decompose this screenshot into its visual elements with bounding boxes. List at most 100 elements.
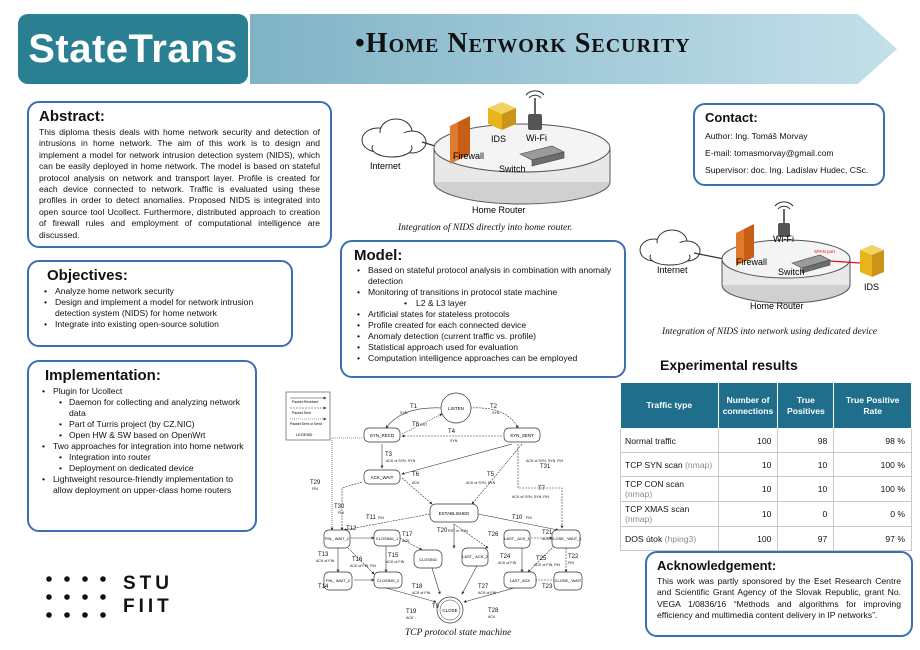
fsm-legend: Packet Received Packet Sent Packet Sent … xyxy=(285,391,331,441)
contact-email[interactable]: E-mail: tomasmorvay@gmail.com xyxy=(705,148,834,158)
transition-label: T28 xyxy=(488,608,499,614)
results-table: Traffic type Number of connections True … xyxy=(620,382,912,551)
edge-label: SYN xyxy=(492,411,500,415)
internet-label: Internet xyxy=(370,161,401,171)
state-close: CLOSE xyxy=(436,596,464,624)
list-item: Two approaches for integration into home… xyxy=(39,441,245,452)
svg-text:ACK_WAIT: ACK_WAIT xyxy=(371,475,394,480)
router-label: Home Router xyxy=(472,205,526,215)
contact-supervisor: Supervisor: doc. Ing. Ladislav Hudec, CS… xyxy=(705,165,869,175)
svg-text:LISTEN: LISTEN xyxy=(448,406,464,411)
abstract-text: This diploma thesis deals with home netw… xyxy=(39,127,320,240)
firewall-icon xyxy=(450,116,470,164)
svg-text:FIN_ WAIT_1: FIN_ WAIT_1 xyxy=(325,536,350,541)
switch-icon xyxy=(519,145,565,167)
firewall-label: Firewall xyxy=(736,257,767,267)
edge-label: RST xyxy=(420,423,428,427)
implementation-panel: Implementation: Plugin for Ucollect Daem… xyxy=(27,360,257,532)
wifi-icon xyxy=(774,201,794,237)
list-item: L2 & L3 layer xyxy=(354,298,612,309)
transition-label: T15 xyxy=(388,553,399,559)
edge-label: SYN xyxy=(400,411,408,415)
state-syn-recd: SYN_RECD xyxy=(363,427,401,443)
column-header: Number of connections xyxy=(717,382,779,429)
transition-label: T9 xyxy=(432,604,440,610)
abstract-panel: Abstract: This diploma thesis deals with… xyxy=(27,101,332,248)
list-item: Plugin for Ucollect xyxy=(39,386,245,397)
rate-cell: 100 % xyxy=(833,476,912,502)
objectives-list: Analyze home network security Design and… xyxy=(41,286,279,330)
list-item: Artificial states for stateless protocol… xyxy=(354,309,612,320)
edge-label: ACK of FIN xyxy=(412,591,431,595)
transition-label: T2 xyxy=(490,404,498,410)
state-last-ack-2: LAST_ ACK_2 xyxy=(461,547,489,567)
edge-label: FIN xyxy=(568,561,574,565)
list-item: Computation intelligence approaches can … xyxy=(354,353,612,364)
state-fin-wait-1: FIN_ WAIT_1 xyxy=(323,529,351,549)
transition-label: T5 xyxy=(487,472,495,478)
edge-label: FIN xyxy=(338,511,344,515)
state-established: ESTABLISHED xyxy=(429,503,479,523)
svg-text:SYN_RECD: SYN_RECD xyxy=(370,433,395,438)
router-label: Home Router xyxy=(750,301,804,311)
column-header: True Positives xyxy=(777,382,835,429)
traffic-type-cell: TCP XMAS scan (nmap) xyxy=(620,501,719,527)
model-panel: Model: Based on stateful protocol analys… xyxy=(340,240,626,378)
logo-text-fiit: FIIT xyxy=(123,596,173,617)
connections-cell: 10 xyxy=(717,452,779,477)
tp-cell: 97 xyxy=(777,526,835,551)
rate-cell: 0 % xyxy=(833,501,912,527)
connections-cell: 10 xyxy=(717,501,779,527)
edge-label: ACK xyxy=(542,537,550,541)
connections-cell: 100 xyxy=(717,428,779,453)
svg-text:CLOSE_ WAIT_1: CLOSE_ WAIT_1 xyxy=(550,536,582,541)
internet-cloud-icon xyxy=(361,118,427,158)
svg-text:CLOSE_ WAIT: CLOSE_ WAIT xyxy=(555,578,582,583)
internet-cloud-icon xyxy=(639,229,701,266)
objectives-heading: Objectives: xyxy=(47,267,128,284)
edge-label: ACK of FIN xyxy=(478,591,497,595)
traffic-type-cell: TCP CON scan (nmap) xyxy=(620,476,719,502)
table-row: TCP XMAS scan (nmap) 10 0 0 % xyxy=(620,501,912,527)
edge-label: ACK of SYN, SYN, FIN xyxy=(512,495,549,499)
implementation-list: Plugin for Ucollect Daemon for collectin… xyxy=(39,386,245,496)
svg-text:LAST_ ACK_1: LAST_ ACK_1 xyxy=(504,536,531,541)
list-item: Based on stateful protocol analysis in c… xyxy=(354,265,612,287)
router-integration-diagram: Internet Firewall IDS Wi-Fi Switch Home … xyxy=(361,90,611,215)
wifi-label: Wi-Fi xyxy=(526,133,547,143)
list-item: Analyze home network security xyxy=(41,286,279,297)
contact-author: Author: Ing. Tomáš Morvay xyxy=(705,131,808,141)
tp-cell: 10 xyxy=(777,452,835,477)
wifi-label: Wi-Fi xyxy=(773,234,794,244)
edge-label: ACK of FIN xyxy=(316,559,335,563)
svg-text:ESTABLISHED: ESTABLISHED xyxy=(439,511,470,516)
traffic-type-cell: Normal traffic xyxy=(620,428,719,453)
edge-label: ACK of SYN, SYN, FIN xyxy=(526,459,563,463)
edge-label: ACK of SYN, SYN xyxy=(386,459,416,463)
table-row: DOS útok (hping3) 100 97 97 % xyxy=(620,526,912,551)
dedicated-diagram-caption: Integration of NIDS into network using d… xyxy=(662,327,878,337)
rate-cell: 97 % xyxy=(833,526,912,551)
implementation-heading: Implementation: xyxy=(45,367,161,384)
svg-text:CLOSING_1: CLOSING_1 xyxy=(376,536,399,541)
transition-label: T7 xyxy=(538,486,546,492)
ids-icon xyxy=(488,102,516,130)
fsm-caption: TCP protocol state machine xyxy=(405,628,512,638)
firewall-icon xyxy=(736,224,754,266)
tcp-state-machine-diagram: Packet Received Packet Sent Packet Sent … xyxy=(285,391,582,624)
internet-label: Internet xyxy=(657,265,688,275)
list-item: Daemon for collecting and analyzing netw… xyxy=(39,397,245,419)
legend-item: Packet Sent or Send xyxy=(290,422,322,426)
transition-label: T23 xyxy=(542,584,553,590)
connections-cell: 10 xyxy=(717,476,779,502)
acknowledgement-panel: Acknowledgement: This work was partly sp… xyxy=(645,551,913,637)
brand-logo: StateTrans xyxy=(18,14,248,84)
page-title: •Home Network Security xyxy=(355,28,691,59)
transition-label: T13 xyxy=(318,552,329,558)
logo-dots-icon xyxy=(46,576,106,618)
list-item: Statistical approach used for evaluation xyxy=(354,342,612,353)
tp-cell: 0 xyxy=(777,501,835,527)
transition-label: T8 xyxy=(412,422,420,428)
rate-cell: 100 % xyxy=(833,452,912,477)
firewall-label: Firewall xyxy=(453,151,484,161)
